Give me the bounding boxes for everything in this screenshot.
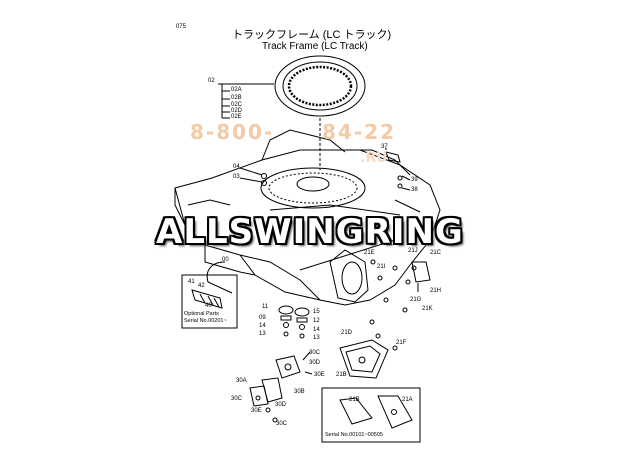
label-03: 03 [233,174,240,180]
label-30c-top: 30C [309,350,321,356]
label-13-left: 13 [259,331,266,337]
optional-parts-title: Optional Parts [184,311,219,317]
inset-serial-box [321,387,421,443]
label-40: 40 [205,303,212,309]
label-02b: 02B [231,95,242,101]
label-39: 39 [411,177,418,183]
label-00: 00 [222,257,229,263]
label-21i: 21I [377,264,386,270]
label-14-right: 14 [313,327,320,333]
label-12: 12 [313,318,320,324]
label-30b: 30B [294,389,305,395]
guard-bracket-30 [249,351,313,423]
label-21j: 21J [408,248,418,254]
watermark-brand: ALLSWINGRING [156,212,464,252]
label-30d-bottom: 30D [275,402,287,408]
optional-parts-serial: Serial No.00201~ [184,318,227,324]
page-number: 075 [176,24,187,30]
label-21k: 21K [422,306,433,312]
label-09: 09 [259,315,266,321]
label-21b: 21B [336,372,347,378]
label-21e: 21E [364,250,375,256]
track-guard-21 [339,339,389,379]
clamp-parts-left [278,305,294,337]
watermark-phone: 8-800-00084-22 [190,120,396,144]
label-04: 04 [233,164,240,170]
diagram-title-english: Track Frame (LC Track) [262,41,368,52]
label-21b-inset: 21B [349,397,360,403]
label-30d-top: 30D [309,360,321,366]
label-37: 37 [381,144,388,150]
label-30c-bottom: 30C [276,421,288,427]
label-30c-left: 30C [231,396,243,402]
label-13-right: 13 [313,335,320,341]
label-30a: 30A [236,378,247,384]
bolt-cluster-21 [369,259,431,351]
label-30e-bottom: 30E [251,408,262,414]
label-21a: 21A [402,397,413,403]
label-21h: 21H [430,288,442,294]
label-21d: 21D [341,330,353,336]
label-15: 15 [313,309,320,315]
label-42: 42 [198,283,205,289]
clamp-parts-right [294,307,310,339]
label-38: 38 [411,187,418,193]
swing-bearing-ring [274,55,366,117]
label-02a: 02A [231,87,242,93]
label-41: 41 [188,279,195,285]
label-02c: 02C [231,102,243,108]
track-frame-body [174,129,441,306]
serial-box-range: Serial No.00101~00505 [325,432,383,438]
label-30e-top: 30E [314,372,325,378]
label-21f: 21F [396,340,407,346]
label-21g: 21G [410,297,422,303]
watermark-url: .RU [360,150,388,166]
label-02d: 02D [231,108,243,114]
label-21c: 21C [430,250,442,256]
diagram-title-japanese: トラックフレーム (LC トラック) [232,29,392,41]
label-14-left: 14 [259,323,266,329]
label-02: 02 [208,78,215,84]
label-02e: 02E [231,114,242,120]
inset-optional-parts-box [181,274,238,329]
label-11: 11 [262,304,269,310]
